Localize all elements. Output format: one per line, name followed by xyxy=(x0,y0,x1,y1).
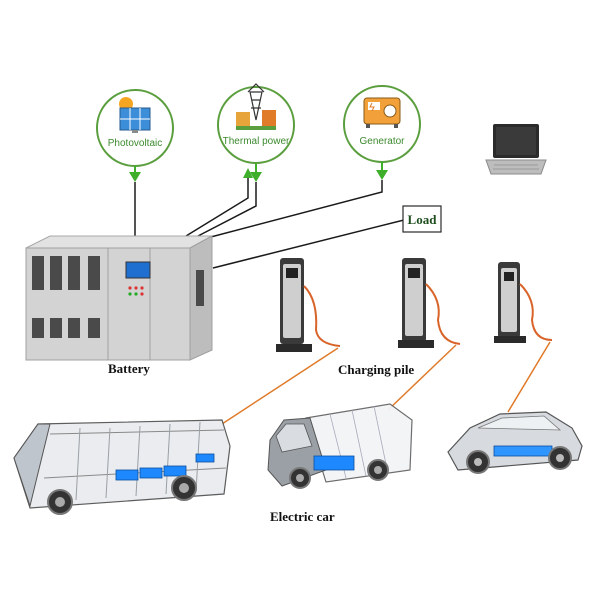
charging-pile-1 xyxy=(276,258,341,352)
down-arrow-icon xyxy=(376,170,388,180)
down-arrow-icon xyxy=(250,172,262,182)
charging-pile-2 xyxy=(398,258,461,348)
battery-cabinet xyxy=(25,235,213,361)
electric-truck xyxy=(267,403,413,489)
charging-pile-label: Charging pile xyxy=(338,362,414,377)
suv-battery-pack xyxy=(493,445,553,457)
source-arrows xyxy=(129,162,388,182)
generator-node: Generator xyxy=(343,85,421,163)
thermal-power-label: Thermal power xyxy=(223,136,290,147)
charging-pile-3 xyxy=(494,262,553,343)
bus-battery-packs xyxy=(115,453,215,481)
battery-label: Battery xyxy=(108,361,150,376)
charge-links xyxy=(221,341,551,425)
thermal-power-node: Thermal power xyxy=(217,83,295,164)
truck-battery-pack xyxy=(313,455,355,471)
power-plant-icon xyxy=(236,83,276,130)
electric-car-label: Electric car xyxy=(270,509,335,524)
up-arrow-icon xyxy=(243,168,253,178)
laptop-icon xyxy=(485,124,547,175)
load-label: Load xyxy=(408,212,438,227)
generator-icon xyxy=(363,97,401,128)
electric-bus xyxy=(13,419,231,515)
electric-suv xyxy=(447,411,583,474)
connection-lines xyxy=(134,178,405,269)
photovoltaic-label: Photovoltaic xyxy=(108,138,162,149)
photovoltaic-node: Photovoltaic xyxy=(96,89,174,167)
generator-label: Generator xyxy=(359,136,405,147)
load-box: Load xyxy=(402,205,442,233)
solar-panel-icon xyxy=(119,97,151,133)
down-arrow-icon xyxy=(129,172,141,182)
cabinet-screen xyxy=(125,261,151,279)
